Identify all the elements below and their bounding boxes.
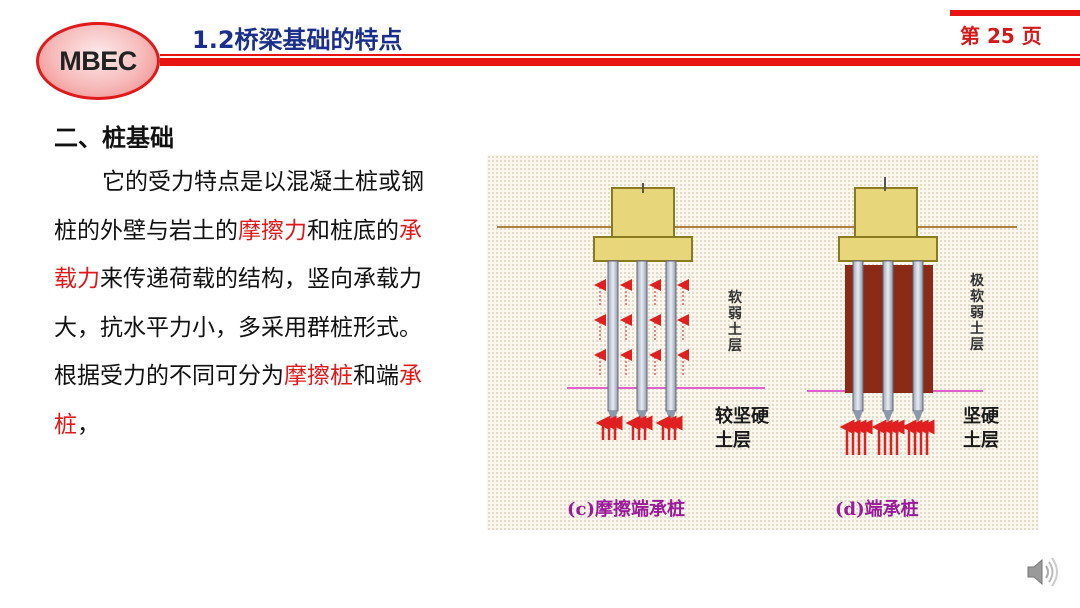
bearing-arrows-left <box>595 415 683 440</box>
text-run: ， <box>77 411 100 438</box>
highlight-friction: 摩擦力 <box>238 217 307 244</box>
left-hard-layer-label: 较坚硬土层 <box>715 406 769 451</box>
left-pile-group <box>593 183 693 423</box>
slide-title: 1.2桥梁基础的特点 <box>192 26 403 54</box>
body-paragraph: 它的受力特点是以混凝土桩或钢 桩的外壁与岩土的摩擦力和桩底的承 载力来传递荷载的… <box>54 158 494 449</box>
highlight-bearing-cont: 载力 <box>54 266 100 292</box>
speaker-icon[interactable] <box>1022 552 1062 596</box>
header-rule-thin <box>160 54 1080 56</box>
text-run: 它的受力特点是以混凝土桩或钢 <box>102 169 424 195</box>
pile-diagram-svg <box>497 177 1017 455</box>
highlight-bearing: 承 <box>399 217 422 244</box>
logo-text: MBEC <box>59 45 137 76</box>
paragraph-line: 根据受力的不同可分为摩擦桩和端承 <box>54 352 494 401</box>
text-run: 和端 <box>353 363 399 389</box>
paragraph-line: 大，抗水平力小，多采用群桩形式。 <box>54 304 494 353</box>
highlight-end-bearing: 承 <box>399 363 422 389</box>
right-pile-group <box>838 177 938 423</box>
highlight-friction-pile: 摩擦桩 <box>284 363 353 389</box>
bearing-arrows-right <box>839 419 935 455</box>
pile-diagram: 软弱土层 较坚硬土层 (c)摩擦端承桩 极软弱土层 坚硬土层 (d)端承桩 <box>487 155 1039 530</box>
right-caption: (d)端承桩 <box>835 499 919 520</box>
text-run: 和桩底的 <box>307 217 399 244</box>
right-soft-layer-label: 极软弱土层 <box>970 273 984 353</box>
right-hard-layer-label: 坚硬土层 <box>963 406 999 451</box>
section-heading: 二、桩基础 <box>54 124 174 152</box>
highlight-end-bearing-cont: 桩 <box>54 411 77 438</box>
paragraph-line: 它的受力特点是以混凝土桩或钢 <box>54 158 494 207</box>
paragraph-line: 载力来传递荷载的结构，竖向承载力 <box>54 255 494 304</box>
paragraph-line: 桩的外壁与岩土的摩擦力和桩底的承 <box>54 207 494 256</box>
left-caption: (c)摩擦端承桩 <box>567 499 685 520</box>
friction-arrows-left <box>594 279 689 375</box>
left-soft-layer-label: 软弱土层 <box>728 290 742 354</box>
page-number: 第 25 页 <box>960 24 1042 48</box>
paragraph-line: 桩， <box>54 401 494 450</box>
text-run: 来传递荷载的结构，竖向承载力 <box>100 266 422 292</box>
header-rule-thick <box>160 58 1080 66</box>
text-run: 根据受力的不同可分为 <box>54 363 284 389</box>
mbec-logo: MBEC <box>36 22 160 100</box>
page-number-box <box>950 10 1080 52</box>
text-run: 大，抗水平力小，多采用群桩形式。 <box>54 314 422 341</box>
text-run: 桩的外壁与岩土的 <box>54 217 238 244</box>
